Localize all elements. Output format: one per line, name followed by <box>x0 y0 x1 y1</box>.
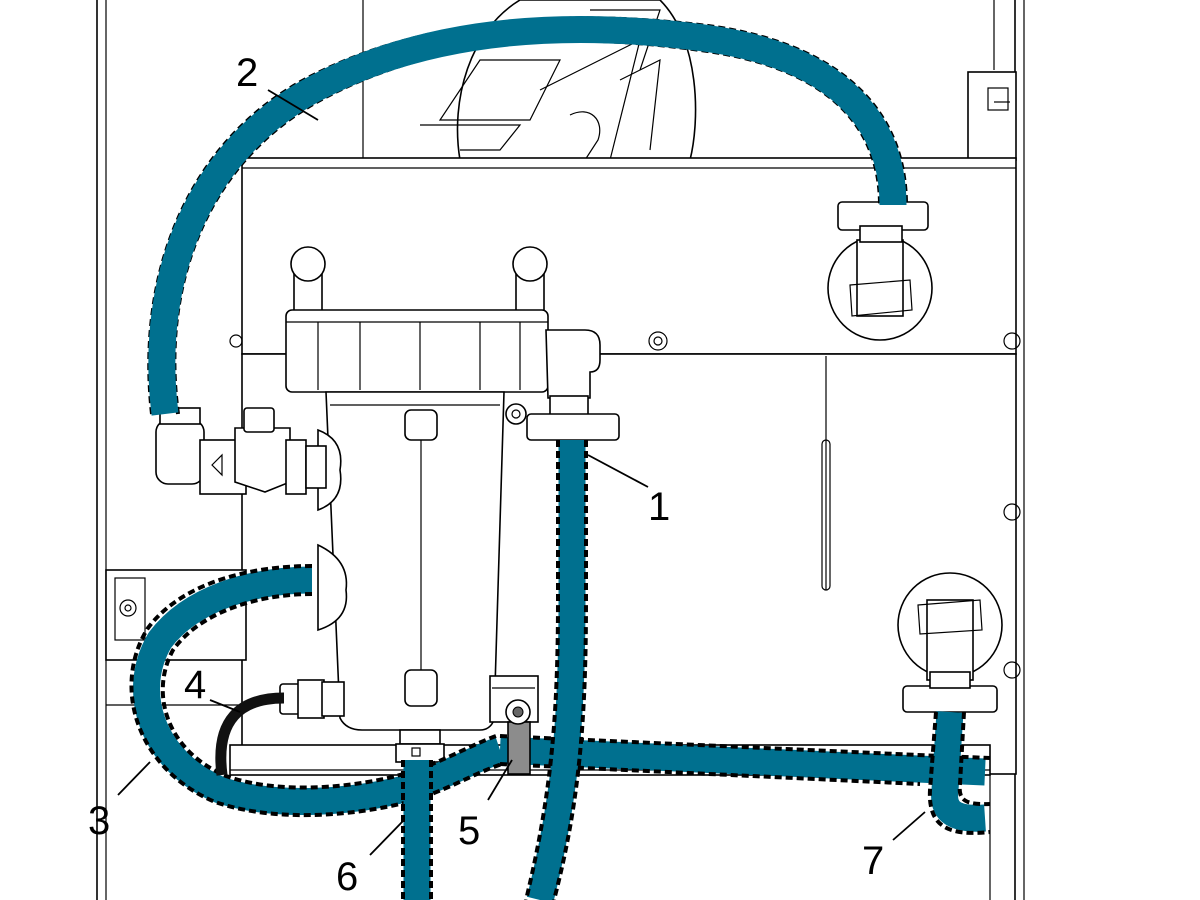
callout-2: 2 <box>236 51 258 95</box>
lower-right-valve <box>897 572 1003 713</box>
hoses <box>129 15 991 900</box>
callout-5: 5 <box>458 809 480 853</box>
inlet-valve <box>155 407 327 495</box>
callout-1: 1 <box>648 485 670 529</box>
hose-6 <box>401 760 433 900</box>
leader-2 <box>267 89 319 121</box>
leader-4 <box>209 699 241 713</box>
hose-1 <box>524 440 588 900</box>
leader-5 <box>487 759 513 801</box>
leader-lines <box>117 89 926 856</box>
callout-6: 6 <box>336 855 358 899</box>
callout-7: 7 <box>862 839 884 883</box>
leader-3 <box>117 761 151 796</box>
drain-fitting <box>279 679 345 719</box>
tube-4 <box>215 692 285 776</box>
callout-labels: 1 2 3 4 5 6 7 <box>88 51 884 899</box>
callout-3: 3 <box>88 799 110 843</box>
clamp-5 <box>505 699 531 775</box>
hose-2 <box>147 15 908 416</box>
leader-1 <box>587 454 649 488</box>
leader-6 <box>369 819 405 856</box>
callout-4: 4 <box>184 663 206 707</box>
elbow-fitting <box>505 329 620 441</box>
leader-7 <box>892 811 926 841</box>
filter-housing <box>285 246 549 763</box>
upper-right-valve <box>827 201 933 341</box>
